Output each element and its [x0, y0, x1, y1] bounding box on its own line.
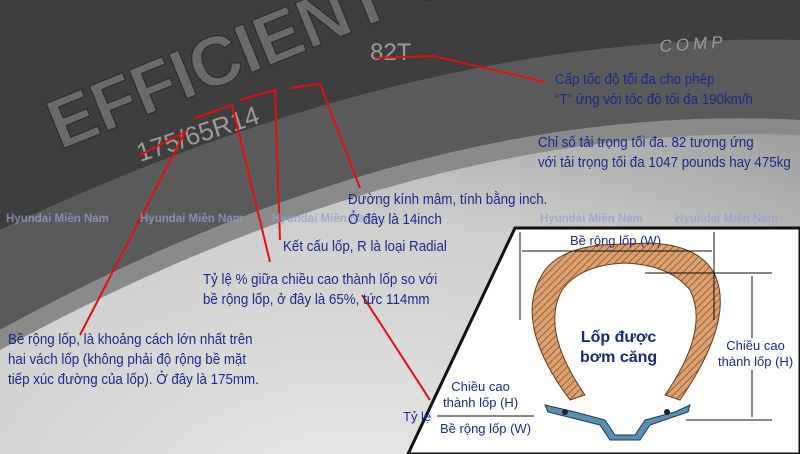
construction-line: Kết cấu lốp, R là loại Radial — [283, 239, 447, 255]
watermark: Hyundai Miền Nam — [675, 213, 778, 225]
rim-annotation: Đường kính mâm, tính bằng inch. Ở đây là… — [348, 190, 547, 230]
rim-line: Đường kính mâm, tính bằng inch. — [348, 192, 548, 208]
load-annotation: Chỉ số tải trọng tối đa. 82 tương ứng vớ… — [538, 133, 791, 173]
sidewall-sub: COMP — [659, 32, 727, 56]
ratio-line: bề rộng lốp, ở đây là 65%, tức 114mm — [203, 292, 430, 308]
construction-annotation: Kết cấu lốp, R là loại Radial — [283, 237, 447, 257]
width-line: tiếp xúc đường của lốp). Ở đây là 175mm. — [8, 372, 259, 388]
speed-line: Cấp tốc độ tối đa cho phép — [555, 72, 715, 88]
watermark: Hyundai Miền Nam — [6, 213, 109, 225]
watermark: Hyundai Miền Nam — [272, 213, 375, 225]
pointer-lines — [79, 54, 546, 401]
speed-annotation: Cấp tốc độ tối đa cho phép “T” ứng với t… — [555, 70, 753, 110]
ratio-numerator: Chiều cao thành lốp (H) — [443, 379, 518, 411]
ratio-line: Tỷ lệ % giữa chiều cao thành lốp so với — [203, 272, 438, 288]
sidewall-load-speed: 82T — [370, 39, 412, 66]
ratio-denominator: Bề rộng lốp (W) — [440, 421, 532, 436]
height-label-line: thành lốp (H) — [718, 354, 794, 369]
height-label-line: Chiều cao — [726, 338, 785, 353]
inset-center-label: Lốp được bơm căng — [580, 328, 657, 368]
center-label-line: Lốp được — [580, 329, 657, 346]
watermark: Hyundai Miền Nam — [540, 213, 643, 225]
ratio-num-line: Chiều cao — [451, 379, 510, 394]
ratio-num-line: thành lốp (H) — [443, 395, 519, 410]
rim-line: Ở đây là 14inch — [348, 212, 442, 228]
inset-width-label: Bề rộng lốp (W) — [570, 233, 662, 248]
tire-cross-section — [531, 242, 721, 441]
ratio-prefix: Tỷ lệ — [403, 409, 432, 424]
watermark: Hyundai Miền Nam — [140, 213, 243, 225]
width-annotation: Bề rộng lốp, là khoảng cách lớn nhất trê… — [8, 330, 259, 390]
speed-line: “T” ứng với tốc độ tối đa 190km/h — [555, 92, 753, 108]
center-label-line: bơm căng — [580, 349, 658, 366]
load-line: với tải trọng tối đa 1047 pounds hay 475… — [538, 155, 791, 171]
width-line: Bề rộng lốp, là khoảng cách lớn nhất trê… — [8, 332, 253, 348]
inset-height-label: Chiều cao thành lốp (H) — [718, 338, 794, 370]
load-line: Chỉ số tải trọng tối đa. 82 tương ứng — [538, 135, 754, 151]
width-line: hai vách lốp (không phải độ rộng bề mặt — [8, 352, 247, 368]
ratio-annotation: Tỷ lệ % giữa chiều cao thành lốp so với … — [203, 270, 437, 310]
